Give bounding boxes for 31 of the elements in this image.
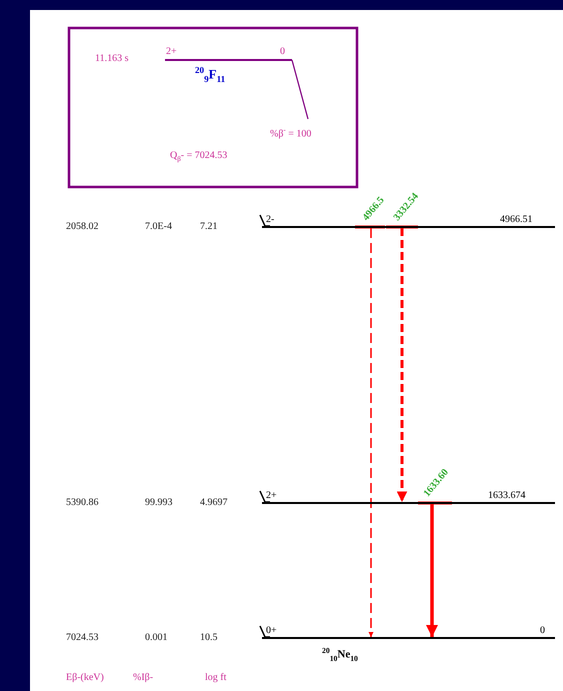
- column-header: log ft: [205, 672, 226, 684]
- spin-parity-label: 0+: [266, 625, 277, 637]
- log-ft-value: 10.5: [200, 632, 218, 644]
- spin-parity-label: 2-: [266, 214, 274, 226]
- intensity-value: 99.993: [145, 497, 172, 509]
- level-line: [262, 502, 555, 504]
- log-ft-value: 4.9697: [200, 497, 228, 509]
- intensity-value: 0.001: [145, 632, 168, 644]
- log-ft-value: 7.21: [200, 221, 218, 233]
- level-energy-label: 0: [280, 46, 285, 58]
- gamma-arrow: [396, 228, 408, 502]
- beta-energy-value: 2058.02: [66, 221, 98, 233]
- spin-parity-label: 2+: [266, 490, 277, 502]
- half-life-label: 11.163 s: [95, 53, 129, 65]
- level-line: [262, 226, 555, 228]
- intensity-value: 7.0E-4: [145, 221, 172, 233]
- q-value-label: Q$_{β}$- = 7024.53: [170, 150, 228, 165]
- decay-line: [291, 60, 309, 120]
- level-energy-label: 0: [540, 625, 545, 637]
- level-energy-label: 1633.674: [488, 490, 526, 502]
- branching-label: %β$^{-}$ = 100: [270, 125, 312, 140]
- column-header: %Iβ-: [133, 672, 154, 684]
- gamma-arrow: [426, 504, 438, 637]
- gamma-arrow: [368, 228, 374, 637]
- level-line: [262, 637, 555, 639]
- spin-parity-label: 2+: [166, 46, 177, 58]
- level-line: [165, 59, 292, 61]
- beta-energy-value: 5390.86: [66, 497, 98, 509]
- beta-energy-value: 7024.53: [66, 632, 98, 644]
- level-energy-label: 4966.51: [500, 214, 532, 226]
- column-header: Eβ-(keV): [66, 672, 104, 684]
